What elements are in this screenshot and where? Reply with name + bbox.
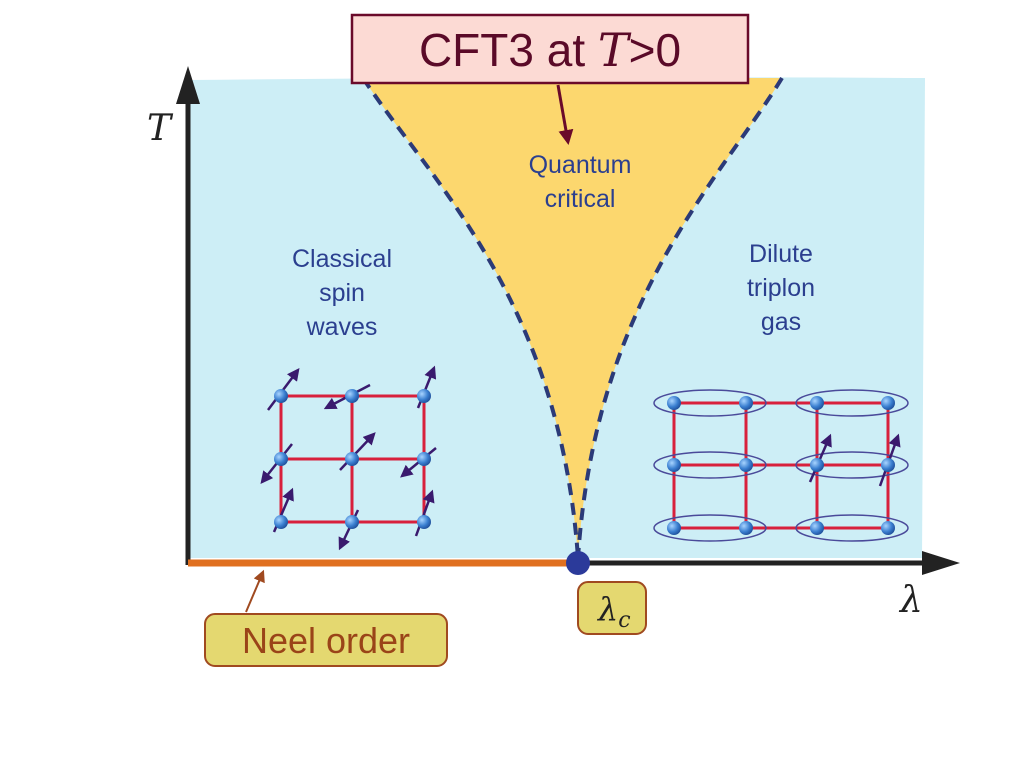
y-axis-label: T: [147, 108, 174, 149]
quantum-critical-label: Quantum critical: [529, 151, 632, 213]
cft3-callout-pointer: [556, 84, 574, 145]
cft3-callout-box: [350, 13, 750, 85]
svg-text:triplon: triplon: [747, 274, 815, 302]
classical-spin-waves-label: Classical spin waves: [292, 245, 392, 341]
neel-order-tag: [204, 613, 448, 667]
left-crossover-boundary: [361, 76, 580, 559]
neel-order-callout: Neel order: [204, 569, 448, 667]
cft3-callout: CFT3 at T>0: [350, 13, 750, 145]
neel-order-text: Neel order: [242, 620, 410, 661]
dilute-triplon-gas-label: Dilute triplon gas: [747, 240, 815, 336]
x-axis-label: λ: [898, 580, 923, 621]
x-axis-arrowhead: [922, 551, 960, 575]
cft3-callout-text: CFT3 at T>0: [419, 23, 681, 77]
dimer-triplon-lattice: [653, 389, 909, 542]
critical-point-tag: λc: [577, 581, 647, 635]
svg-text:spin: spin: [319, 279, 365, 307]
critical-point: [566, 551, 590, 575]
svg-text:Dilute: Dilute: [749, 240, 813, 268]
svg-text:critical: critical: [545, 185, 616, 213]
svg-text:Quantum: Quantum: [529, 151, 632, 179]
neel-spin-lattice: [260, 365, 437, 551]
critical-point-label: λc: [596, 590, 631, 633]
right-crossover-boundary: [576, 76, 784, 559]
svg-text:waves: waves: [306, 313, 378, 341]
y-axis-arrowhead: [176, 66, 200, 104]
svg-text:Classical: Classical: [292, 245, 392, 273]
quantum-critical-region: [363, 78, 782, 558]
neel-order-pointer: [245, 569, 265, 613]
svg-text:gas: gas: [761, 308, 801, 336]
